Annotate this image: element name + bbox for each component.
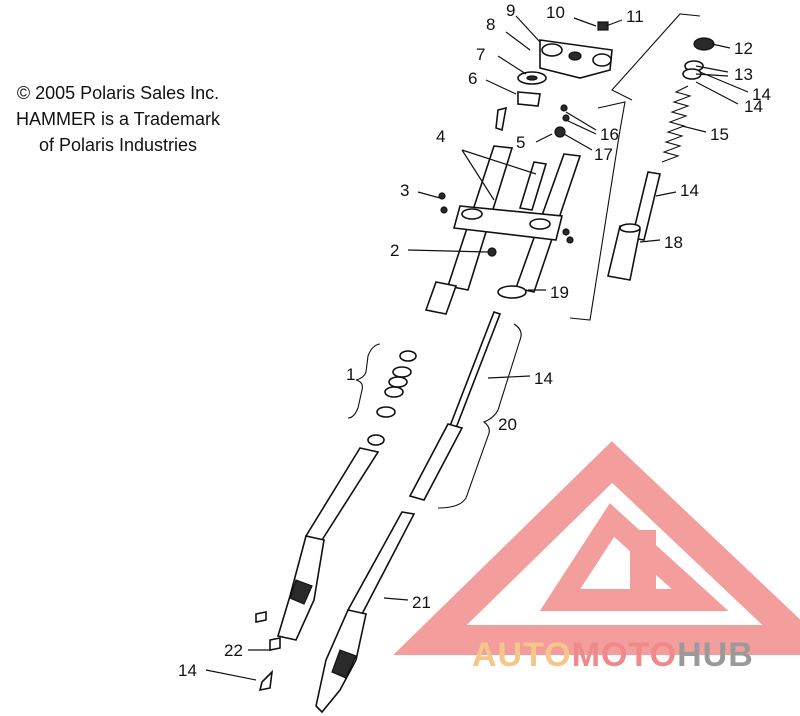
spring-spacer-tube — [631, 171, 661, 241]
callout-8: 8 — [486, 15, 495, 34]
callout-19: 19 — [550, 283, 569, 302]
callout-15: 15 — [710, 125, 729, 144]
callout-11: 11 — [626, 7, 644, 26]
callout-22: 22 — [224, 641, 243, 660]
copyright-line-2: HAMMER is a Trademark — [15, 109, 221, 129]
damper-rod — [408, 310, 502, 501]
callout-6: 6 — [468, 69, 477, 88]
steering-bracket — [495, 91, 541, 132]
outer-tube-ends — [424, 281, 527, 315]
watermark-logo-icon — [393, 441, 800, 655]
leader-lines — [205, 15, 749, 681]
copyright-line-3: of Polaris Industries — [38, 135, 198, 155]
callout-16: 16 — [600, 125, 619, 144]
watermark-auto: AUTO — [472, 636, 572, 674]
callout-labels: 1 2 3 4 5 6 7 8 9 10 11 12 13 14 14 14 1… — [178, 1, 771, 680]
clamp-bolt — [597, 21, 609, 31]
watermark-hub: HUB — [677, 636, 754, 674]
callout-3: 3 — [400, 181, 409, 200]
callout-10: 10 — [546, 3, 565, 22]
callout-17: 17 — [594, 145, 613, 164]
callout-14-b: 14 — [744, 97, 763, 116]
watermark-moto: MOTO — [572, 636, 677, 674]
axle-bolts — [255, 611, 281, 692]
callout-2: 2 — [390, 241, 399, 260]
cap-o-rings — [682, 60, 704, 80]
callout-5: 5 — [516, 133, 525, 152]
callout-9: 9 — [506, 1, 515, 20]
callout-4: 4 — [436, 127, 445, 146]
callout-20: 20 — [498, 415, 517, 434]
callout-14-a: 14 — [752, 85, 771, 104]
fork-spring — [661, 85, 692, 163]
spacer-sleeve — [607, 223, 641, 281]
callout-18: 18 — [664, 233, 683, 252]
callout-14-e: 14 — [178, 661, 197, 680]
callout-14-d: 14 — [534, 369, 553, 388]
nut-washer — [517, 71, 547, 85]
copyright-line-1: © 2005 Polaris Sales Inc. — [16, 83, 220, 103]
callout-7: 7 — [476, 45, 485, 64]
watermark-text: AUTOMOTOHUB — [472, 636, 754, 674]
callout-12: 12 — [734, 39, 753, 58]
right-lower-leg — [315, 511, 416, 714]
left-lower-leg — [276, 447, 380, 641]
seal-kit — [367, 350, 417, 446]
callout-13: 13 — [734, 65, 753, 84]
top-triple-clamp — [539, 39, 613, 79]
callout-1: 1 — [346, 365, 355, 384]
callout-21: 21 — [412, 593, 431, 612]
bottom-triple-clamp — [452, 205, 564, 241]
callout-14-c: 14 — [680, 181, 699, 200]
copyright-notice: © 2005 Polaris Sales Inc. HAMMER is a Tr… — [2, 80, 234, 158]
fork-cap — [693, 37, 715, 51]
